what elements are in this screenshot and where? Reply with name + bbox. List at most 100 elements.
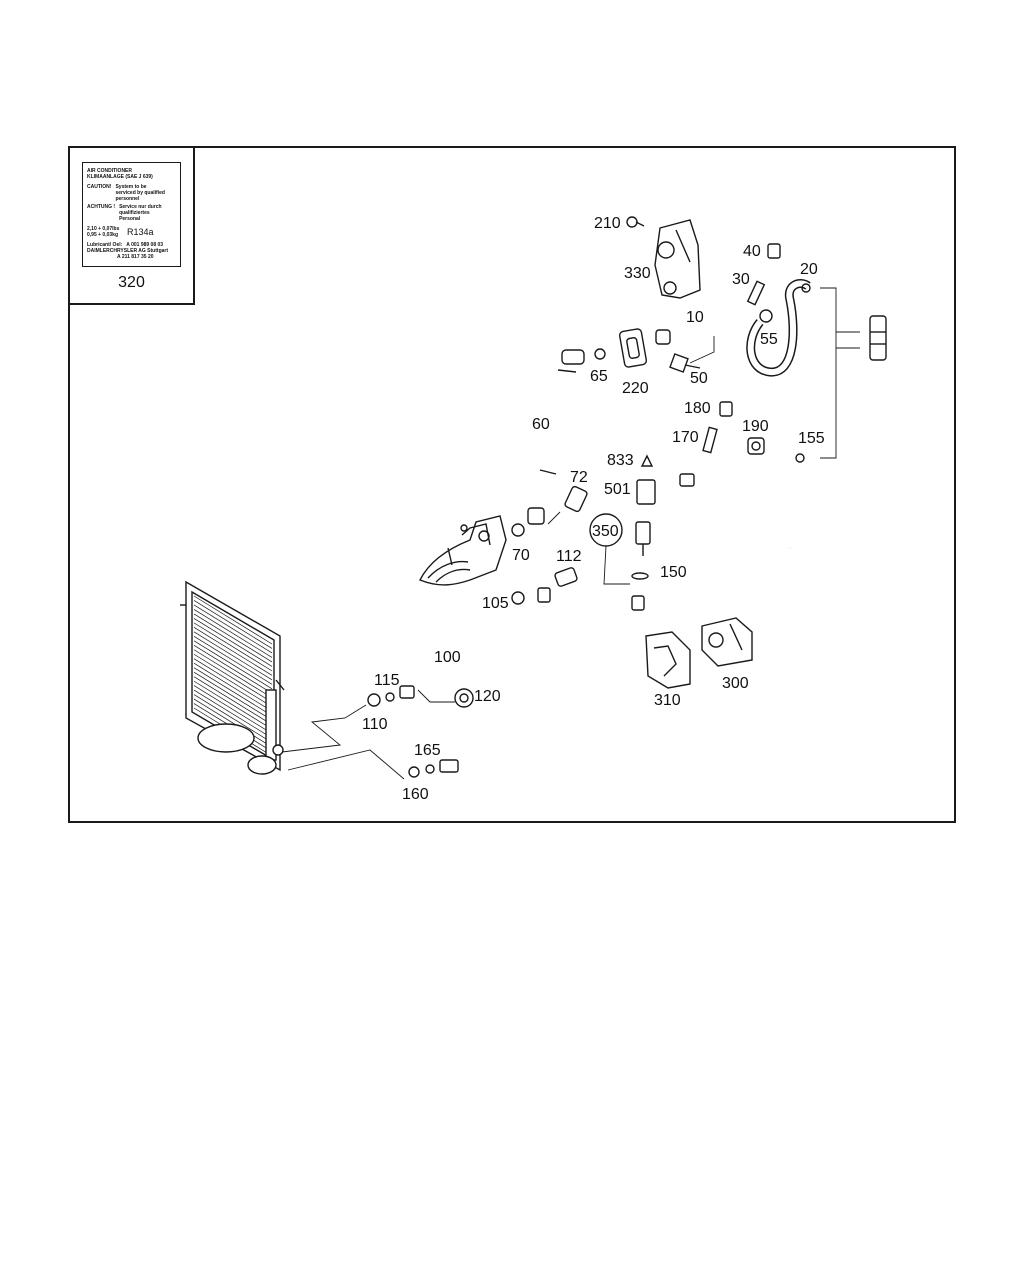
callout-350: 350: [592, 523, 619, 540]
callout-55: 55: [760, 331, 778, 348]
o-ring-70: [511, 523, 525, 537]
label-achtung-key: ACHTUNG !: [87, 204, 116, 210]
callout-120: 120: [474, 688, 501, 705]
mount-310: [645, 631, 691, 689]
washer-165: [425, 764, 435, 774]
callout-165: 165: [414, 742, 441, 759]
callout-100: 100: [434, 649, 461, 666]
condenser-fin: [193, 676, 273, 725]
condenser-fin: [193, 685, 273, 734]
callout-330: 330: [624, 265, 651, 282]
callout-180: 180: [684, 400, 711, 417]
callout-70: 70: [512, 547, 530, 564]
callout-210: 210: [594, 215, 621, 232]
condenser-fin: [193, 618, 273, 667]
nut-190: [747, 437, 765, 455]
pipe-10: [655, 316, 741, 345]
condenser-fin: [193, 662, 273, 712]
condenser-fin: [193, 640, 273, 690]
callout-155: 155: [798, 430, 825, 447]
diagram-frame: [68, 146, 956, 823]
condenser-fin: [193, 644, 273, 694]
cap-40: [767, 243, 781, 259]
suction-hose-60: [527, 349, 585, 525]
connector-501: [636, 479, 656, 505]
label-line2: KLIMAANLAGE (SAE J 639): [87, 174, 153, 180]
condenser-fin: [193, 609, 273, 658]
pad-220: [618, 328, 648, 368]
condenser-fin: [193, 653, 273, 703]
label-part-no: A 211 817 35 20: [117, 254, 154, 260]
mount-300: [701, 617, 753, 667]
leader-110: [281, 704, 367, 753]
valve-170: [702, 426, 718, 454]
callout-310: 310: [654, 692, 681, 709]
callout-300: 300: [722, 675, 749, 692]
condenser-fin: [193, 671, 273, 721]
callout-220: 220: [622, 380, 649, 397]
label-lubricant-value: A 001 989 08 03: [126, 242, 164, 248]
condenser-fin: [193, 604, 273, 654]
callout-40: 40: [743, 243, 761, 260]
callout-833: 833: [607, 452, 634, 469]
pressure-valve-72: [547, 485, 588, 525]
label-maker: DAIMLERCHRYSLER AG Stuttgart: [87, 248, 169, 254]
callouts: 210 40 330 30 20 10 55 65 50 220 180 60 …: [362, 215, 825, 803]
label-line1: AIR CONDITIONER: [87, 168, 132, 174]
leader-160: [287, 749, 405, 780]
condenser-fin: [193, 613, 273, 663]
condenser-fin: [193, 622, 273, 672]
callout-501: 501: [604, 481, 631, 498]
compressor: [419, 515, 507, 586]
condenser: [180, 580, 285, 775]
valve-112: [554, 567, 578, 587]
leader-350: [603, 545, 630, 585]
callout-110: 110: [362, 716, 388, 733]
o-ring-150: [631, 572, 649, 580]
condenser-fin: [193, 636, 273, 685]
callout-72: 72: [570, 469, 588, 486]
condenser-fin: [193, 698, 273, 748]
pressure-line-150: [439, 454, 794, 773]
nut-120: [417, 688, 474, 708]
condenser-fin: [193, 658, 273, 708]
ac-label-sticker: AIR CONDITIONER KLIMAANLAGE (SAE J 639) …: [82, 162, 181, 267]
o-ring-160: [408, 766, 420, 778]
label-lubricant-key: Lubricant/ Oel:: [87, 242, 123, 248]
callout-50: 50: [690, 370, 708, 387]
callout-105: 105: [482, 595, 509, 612]
leader-20-155: [820, 287, 837, 459]
label-plate-panel: AIR CONDITIONER KLIMAANLAGE (SAE J 639) …: [68, 146, 195, 305]
o-ring-20: [801, 283, 811, 293]
label-caution-text: System to be serviced by qualified perso…: [115, 184, 165, 202]
condenser-fin: [193, 694, 273, 743]
screw-210: [626, 216, 645, 228]
condenser-fin: [193, 680, 273, 730]
pipe-100: [399, 587, 551, 699]
callout-115: 115: [374, 672, 400, 689]
label-refrigerant: R134a: [127, 227, 154, 237]
washer-115: [385, 692, 395, 702]
label-charge: 2,10 + 0,07lbs 0,95 + 0,03kg: [87, 226, 120, 238]
condenser-fin: [193, 649, 273, 699]
label-caution-key: CAUTION!: [87, 184, 112, 190]
callout-112: 112: [556, 548, 582, 565]
cap-833: [640, 454, 654, 467]
condenser-fin: [193, 667, 273, 716]
cap-180: [719, 401, 733, 417]
callout-190: 190: [742, 418, 769, 435]
callout-65: 65: [590, 368, 608, 385]
bracket-330: [654, 219, 701, 299]
o-ring-65: [594, 348, 606, 360]
expansion-valve: [869, 315, 887, 361]
callout-160: 160: [402, 786, 429, 803]
bolt-50: [669, 336, 715, 373]
callout-20: 20: [800, 261, 818, 278]
valve-30: [746, 280, 766, 306]
condenser-fin: [193, 595, 273, 645]
condenser-fin: [193, 627, 273, 676]
o-ring-105: [511, 591, 525, 605]
condenser-fin: [193, 600, 273, 649]
callout-10: 10: [686, 309, 704, 326]
